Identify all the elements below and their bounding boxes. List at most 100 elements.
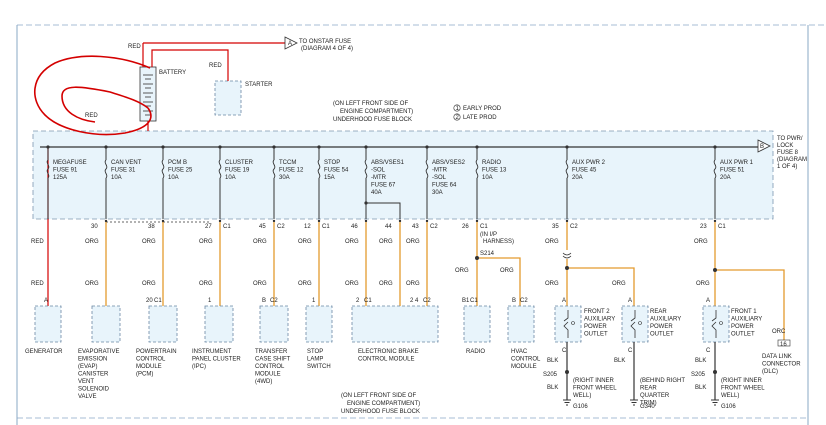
component-label: FRONT 1 [731, 309, 757, 315]
dlc-pin-icon [777, 339, 791, 347]
wire-label-org: ORG [142, 239, 156, 245]
svg-text:(ON LEFT FRONT SIDE OF: (ON LEFT FRONT SIDE OF [333, 101, 408, 107]
outlet-contact-icon [630, 310, 642, 338]
component-label: RADIO [466, 349, 485, 355]
component-label: CANISTER [78, 372, 109, 378]
fuse-symbol-icon [161, 159, 165, 179]
wire-label-org: ORG [379, 239, 393, 245]
pin-number: 38 [148, 224, 155, 230]
pin-connector: C1 [322, 224, 330, 230]
component-label: (4WD) [255, 379, 272, 385]
fuse-label: FUSE 19 [225, 168, 250, 174]
svg-text:B: B [760, 144, 764, 150]
component-label: POWERTRAIN [136, 349, 177, 355]
component-pin-number: 2 [410, 298, 414, 304]
fuse-label: -MTR [432, 168, 448, 174]
red-annotation-scribble [33, 55, 152, 136]
component-label: CONTROL MODULE [358, 357, 414, 363]
svg-text:1 OF 4): 1 OF 4) [777, 164, 797, 170]
wire-label-blk: BLK [614, 358, 625, 364]
component-label: FRONT 2 [584, 309, 610, 315]
wire-label-org: ORG [199, 239, 213, 245]
svg-text:LATE PROD: LATE PROD [463, 115, 497, 121]
wire-label-org: ORG [345, 239, 359, 245]
component-label: AUXILIARY [650, 317, 681, 323]
component-label: SWITCH [307, 364, 331, 370]
pin-dot [398, 219, 402, 223]
svg-text:2: 2 [456, 115, 460, 121]
ground-location: WELL) [721, 393, 739, 399]
pin-dot [565, 219, 569, 223]
diagram-frame [16, 24, 826, 425]
fuse-label: -MTR [371, 175, 387, 181]
component-pin-number: A [44, 298, 48, 304]
fuse-label: 20A [572, 175, 583, 181]
pin-connector: C1 [480, 224, 488, 230]
fuse-symbol-icon [565, 159, 569, 179]
fuse-label: FUSE 51 [720, 168, 745, 174]
component-label: SOLENOID [78, 387, 110, 393]
pin-dot [364, 219, 368, 223]
fuse-label: MEGAFUSE [53, 160, 87, 166]
fuse-label: CLUSTER [225, 160, 254, 166]
fuse-block-note-top: (ON LEFT FRONT SIDE OF ENGINE COMPARTMEN… [333, 101, 413, 123]
production-legend: 1 EARLY PROD 2 LATE PROD [453, 104, 502, 121]
component-label: EMISSION [78, 357, 107, 363]
fuse-symbol-icon [104, 159, 108, 179]
fuse-label: FUSE 31 [111, 168, 136, 174]
starter-component [214, 80, 242, 116]
component-label: (IPC) [192, 364, 206, 370]
fuse-label: -SOL [432, 175, 447, 181]
fuse-label: FUSE 91 [53, 168, 78, 174]
component-label: REAR [650, 309, 667, 315]
fuse-label: 30A [432, 190, 443, 196]
org-wire-dlc [715, 269, 785, 340]
dlc-label: DATA LINK [762, 354, 792, 360]
pin-connector: C1 [718, 224, 726, 230]
component-label: OUTLET [731, 332, 755, 338]
fuse-label: AUX PWR 2 [572, 160, 606, 166]
wire-label-org: ORG [406, 281, 420, 287]
ip-harness-note: (IN I/P [480, 232, 497, 238]
fuse-label: FUSE 45 [572, 168, 597, 174]
wire-label-org: ORG [379, 281, 393, 287]
ground-location: (BEHIND RIGHT [640, 378, 685, 384]
pin-dot [425, 219, 429, 223]
component-label: CONTROL [255, 364, 285, 370]
svg-text:ENGINE COMPARTMENT): ENGINE COMPARTMENT) [347, 401, 420, 407]
pin-connector: C1 [223, 224, 231, 230]
component-label: GENERATOR [25, 349, 63, 355]
fuse-label: FUSE 25 [168, 168, 193, 174]
component-label: POWER [650, 324, 673, 330]
abs-internal-link [365, 190, 401, 219]
org-wire-hvac [477, 257, 521, 306]
wire-label-blk: BLK [695, 385, 706, 391]
fuse-label: -SOL [371, 168, 386, 174]
component-pin-connector: C2 [270, 298, 278, 304]
component-label: (PCM) [136, 372, 153, 378]
fuse-label: 30A [279, 175, 290, 181]
svg-text:1: 1 [456, 106, 460, 112]
component-pin-connector: C2 [423, 298, 431, 304]
wire-label-red-gen-1: RED [31, 239, 44, 245]
component-label: (EVAP) [78, 364, 98, 370]
pin-dot [475, 219, 479, 223]
pin-connector: C2 [430, 224, 438, 230]
svg-text:EARLY PROD: EARLY PROD [463, 106, 502, 112]
pin-connector: C2 [570, 224, 578, 230]
wires-layer: ORGORGORGORGORGORGORGORGORGORGORGORGORGO… [85, 221, 786, 391]
fuse-block-note-bottom: (ON LEFT FRONT SIDE OF ENGINE COMPARTMEN… [341, 393, 420, 415]
pin-dot [317, 219, 321, 223]
fuse-symbol-icon [475, 159, 479, 179]
ground-label: G106 [721, 404, 736, 410]
pin-number: 12 [304, 224, 311, 230]
component-label: POWER [584, 324, 607, 330]
